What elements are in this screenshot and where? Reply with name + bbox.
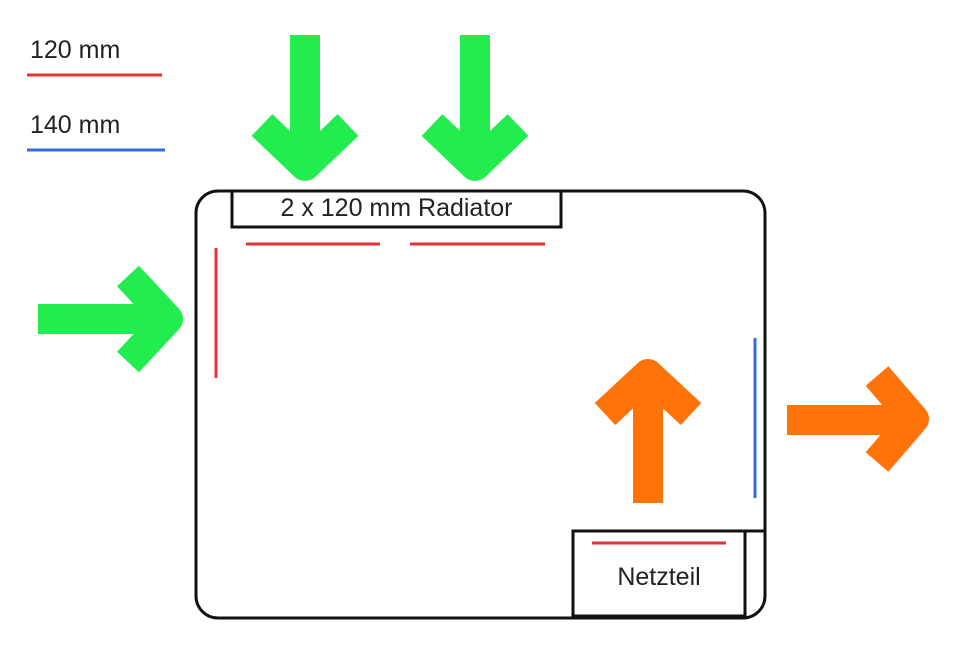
intake-arrow-front	[38, 265, 183, 373]
legend-label-140mm: 140 mm	[30, 111, 121, 139]
intake-arrow-top-1	[251, 35, 359, 181]
radiator-label: 2 x 120 mm Radiator	[280, 194, 513, 222]
exhaust-arrow-rear	[787, 366, 929, 472]
psu-label: Netzteil	[617, 563, 701, 591]
legend-label-120mm: 120 mm	[30, 36, 121, 64]
intake-arrow-top-2	[421, 35, 529, 181]
exhaust-arrow-psu-up	[594, 359, 702, 503]
radiator-box	[230, 189, 563, 229]
psu-box	[571, 529, 747, 618]
